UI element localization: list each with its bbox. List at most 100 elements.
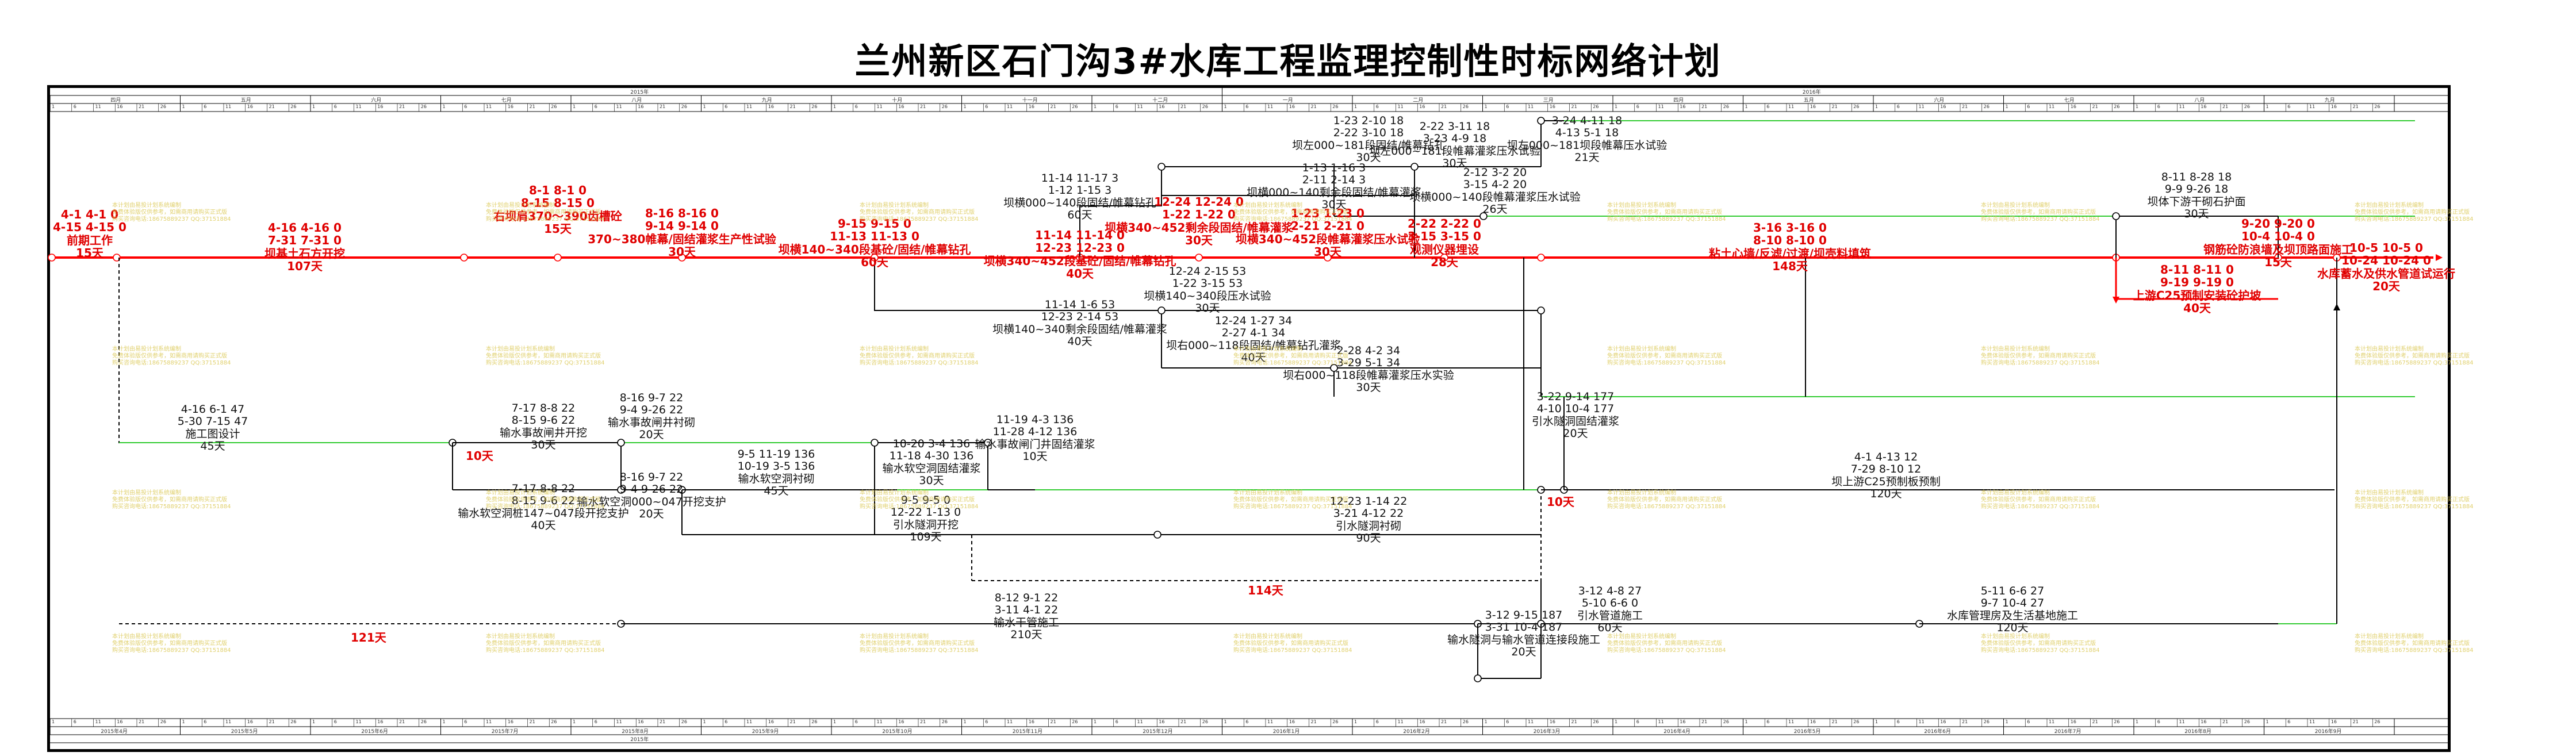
day-label: 11 <box>1918 104 1925 109</box>
year-label: 2016年 <box>1802 90 1821 95</box>
day-label: 11 <box>1528 719 1534 724</box>
watermark-line: 免费体验版仅供参考，如需商用请购买正式版 <box>112 497 227 503</box>
day-label: 21 <box>529 104 535 109</box>
activity-name: 坝上游C25预制板预制 <box>1831 475 1941 488</box>
event-node <box>1157 306 1166 314</box>
day-label: 21 <box>2222 719 2229 724</box>
watermark-text: 本计划由易投计划系统编制免费体验版仅供参考，如需商用请购买正式版购买咨询电话:1… <box>112 346 231 367</box>
activity-dates: 1-13 1-16 3 <box>1302 162 1366 174</box>
day-label: 16 <box>117 104 123 109</box>
watermark-line: 购买咨询电话:18675889237 QQ:37151884 <box>1233 216 1352 222</box>
day-label: 1 <box>52 719 55 724</box>
activity-name: 坝右000~118段固结/帷幕钻孔灌浆 <box>1166 339 1341 352</box>
watermark-line: 本计划由易投计划系统编制 <box>486 202 555 209</box>
watermark-line: 本计划由易投计划系统编制 <box>1233 346 1302 352</box>
watermark-text: 本计划由易投计划系统编制免费体验版仅供参考，如需商用请购买正式版购买咨询电话:1… <box>2355 346 2474 367</box>
day-label: 11 <box>1267 104 1274 109</box>
day-label: 1 <box>2266 104 2269 109</box>
day-label: 11 <box>1658 719 1664 724</box>
day-label: 1 <box>2136 104 2139 109</box>
day-label: 26 <box>1723 104 1729 109</box>
day-label: 21 <box>399 719 405 724</box>
day-label: 6 <box>1115 719 1118 724</box>
activity-dates: 8-16 8-16 0 <box>645 206 719 220</box>
day-label: 26 <box>1593 719 1599 724</box>
day-label: 21 <box>1571 719 1577 724</box>
activity-dates: 1-22 3-15 53 <box>1172 277 1243 290</box>
day-label: 16 <box>1549 719 1555 724</box>
watermark-line: 免费体验版仅供参考，如需商用请购买正式版 <box>860 353 975 359</box>
day-label: 16 <box>1028 719 1034 724</box>
month-label: 二月 <box>1413 98 1424 103</box>
day-label: 6 <box>1636 104 1639 109</box>
watermark-text: 本计划由易投计划系统编制免费体验版仅供参考，如需商用请购买正式版购买咨询电话:1… <box>1981 634 2100 654</box>
day-label: 16 <box>1419 719 1425 724</box>
day-label: 6 <box>985 719 988 724</box>
activity-dates: 3-15 3-15 0 <box>1408 229 1481 244</box>
day-label: 1 <box>2136 719 2139 724</box>
watermark-line: 购买咨询电话:18675889237 QQ:37151884 <box>860 504 979 510</box>
day-label: 6 <box>2287 104 2291 109</box>
day-label: 26 <box>551 104 557 109</box>
activity-name: 坝横140~340剩余段固结/帷幕灌浆 <box>992 323 1167 336</box>
event-node <box>1330 364 1338 372</box>
activity-duration: 30天 <box>1321 198 1347 211</box>
day-label: 21 <box>399 104 405 109</box>
day-label: 6 <box>464 719 467 724</box>
day-label: 1 <box>52 104 55 109</box>
activity-name: 坝横000~140段帷幕灌浆压水试验 <box>1409 190 1581 204</box>
activity-name: 水库蓄水及供水管道试运行 <box>2317 266 2455 281</box>
activity-name: 坝右000~118段帷幕灌浆压水实验 <box>1283 369 1454 382</box>
watermark-line: 购买咨询电话:18675889237 QQ:37151884 <box>860 647 979 654</box>
activity-name: 水库管理房及生活基地施工 <box>1946 609 2078 622</box>
day-label: 16 <box>2070 104 2076 109</box>
activity-dates: 4-1 4-13 12 <box>1854 451 1918 463</box>
day-label: 6 <box>2027 104 2030 109</box>
day-label: 26 <box>290 104 297 109</box>
activity-dates: 1-12 1-15 3 <box>1048 184 1112 197</box>
watermark-line: 购买咨询电话:18675889237 QQ:37151884 <box>1607 360 1726 366</box>
activity-dates: 3-31 10-4 187 <box>1485 621 1563 634</box>
activity-dates: 2-28 4-2 34 <box>1336 344 1401 357</box>
